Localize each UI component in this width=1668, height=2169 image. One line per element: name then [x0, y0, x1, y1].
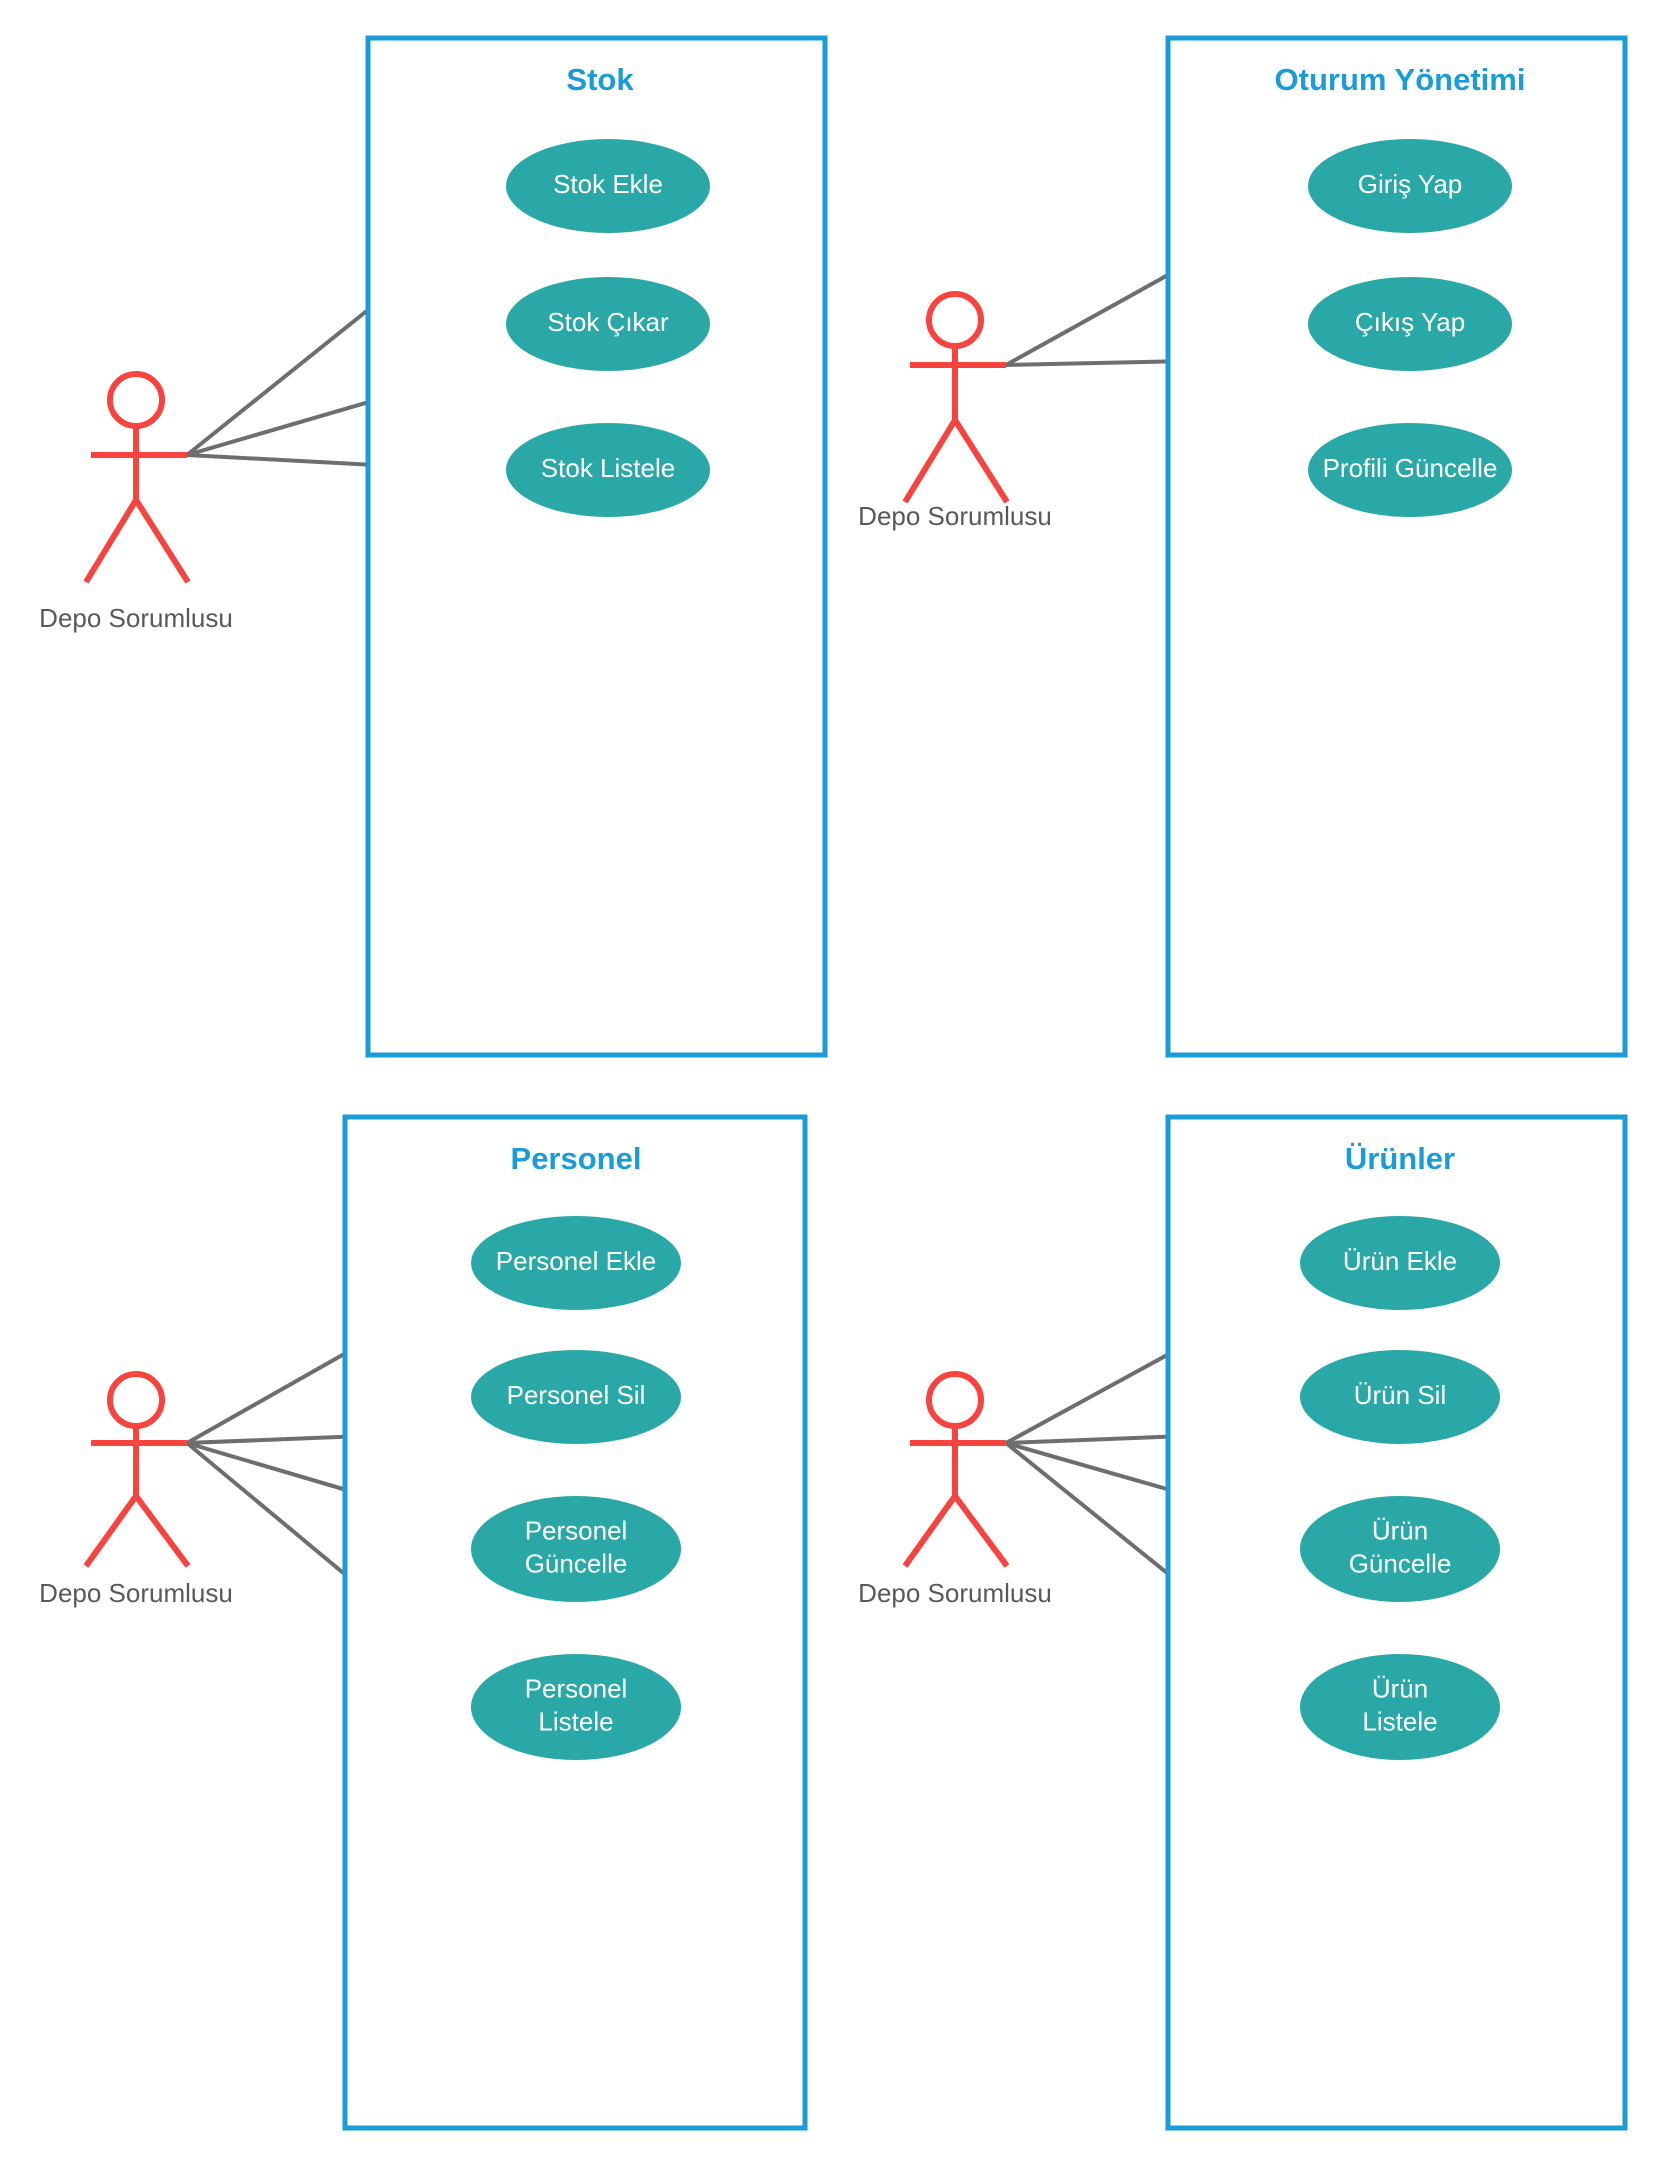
use-case-ellipse[interactable]: [1300, 1496, 1500, 1602]
actor-head: [926, 291, 984, 349]
use-case-ellipse[interactable]: [506, 277, 710, 371]
use-case[interactable]: Profili Güncelle: [1308, 423, 1512, 517]
use-case-label: Ürün: [1372, 1515, 1428, 1545]
actor-leg-left: [83, 1494, 139, 1568]
actor-depo-sorumlusu[interactable]: Depo Sorumlusu: [858, 291, 1052, 531]
use-case[interactable]: Stok Çıkar: [506, 277, 710, 371]
use-case[interactable]: Personel Sil: [471, 1350, 681, 1444]
use-case-label: Stok Listele: [541, 453, 675, 483]
use-case-ellipse[interactable]: [1308, 277, 1512, 371]
use-case-ellipse[interactable]: [1300, 1216, 1500, 1310]
use-case-label: Listele: [1362, 1706, 1437, 1736]
use-case[interactable]: Stok Listele: [506, 423, 710, 517]
use-case-label: Giriş Yap: [1358, 169, 1463, 199]
use-case-label: Güncelle: [525, 1548, 628, 1578]
use-case-ellipse[interactable]: [1308, 139, 1512, 233]
use-case-label: Çıkış Yap: [1355, 307, 1465, 337]
use-case-ellipse[interactable]: [506, 423, 710, 517]
use-case-label: Personel: [525, 1673, 628, 1703]
use-case-label: Profili Güncelle: [1323, 453, 1498, 483]
actor-label: Depo Sorumlusu: [858, 501, 1052, 531]
use-case-label: Güncelle: [1349, 1548, 1452, 1578]
use-case-label: Ürün Sil: [1354, 1380, 1446, 1410]
actor-label: Depo Sorumlusu: [39, 603, 233, 633]
actor-label: Depo Sorumlusu: [858, 1578, 1052, 1608]
use-case[interactable]: Ürün Ekle: [1300, 1216, 1500, 1310]
use-case-ellipse[interactable]: [1300, 1350, 1500, 1444]
use-case-ellipse[interactable]: [1300, 1654, 1500, 1760]
actor-leg-right: [133, 1494, 191, 1568]
system-title: Ürünler: [1345, 1141, 1455, 1176]
use-case-ellipse[interactable]: [471, 1654, 681, 1760]
use-case-label: Personel Ekle: [496, 1246, 656, 1276]
use-case[interactable]: Çıkış Yap: [1308, 277, 1512, 371]
use-case-label: Ürün Ekle: [1343, 1246, 1457, 1276]
system-title: Stok: [566, 62, 634, 97]
actor-depo-sorumlusu[interactable]: Depo Sorumlusu: [39, 371, 233, 633]
actor-depo-sorumlusu[interactable]: Depo Sorumlusu: [39, 1371, 233, 1608]
use-case[interactable]: Personel Ekle: [471, 1216, 681, 1310]
actor-leg-left: [83, 498, 139, 584]
use-case[interactable]: Ürün Sil: [1300, 1350, 1500, 1444]
actor-leg-right: [952, 418, 1010, 504]
use-case-label: Ürün: [1372, 1673, 1428, 1703]
use-case-ellipse[interactable]: [506, 139, 710, 233]
actor-leg-left: [902, 418, 958, 504]
actor-label: Depo Sorumlusu: [39, 1578, 233, 1608]
use-case-label: Personel: [525, 1515, 628, 1545]
use-case-ellipse[interactable]: [471, 1350, 681, 1444]
actor-leg-left: [902, 1494, 958, 1568]
use-case-ellipse[interactable]: [471, 1216, 681, 1310]
use-case[interactable]: Giriş Yap: [1308, 139, 1512, 233]
actor-head: [107, 1371, 165, 1429]
use-case-label: Stok Çıkar: [547, 307, 669, 337]
actor-head: [107, 371, 165, 429]
use-case[interactable]: Stok Ekle: [506, 139, 710, 233]
use-case-label: Personel Sil: [507, 1380, 646, 1410]
system-title: Oturum Yönetimi: [1275, 62, 1526, 97]
use-case-ellipse[interactable]: [1308, 423, 1512, 517]
use-case-ellipse[interactable]: [471, 1496, 681, 1602]
system-title: Personel: [511, 1141, 642, 1176]
actor-leg-right: [133, 498, 191, 584]
use-case-label: Stok Ekle: [553, 169, 663, 199]
use-case-label: Listele: [538, 1706, 613, 1736]
actor-depo-sorumlusu[interactable]: Depo Sorumlusu: [858, 1371, 1052, 1608]
actor-leg-right: [952, 1494, 1010, 1568]
actor-head: [926, 1371, 984, 1429]
